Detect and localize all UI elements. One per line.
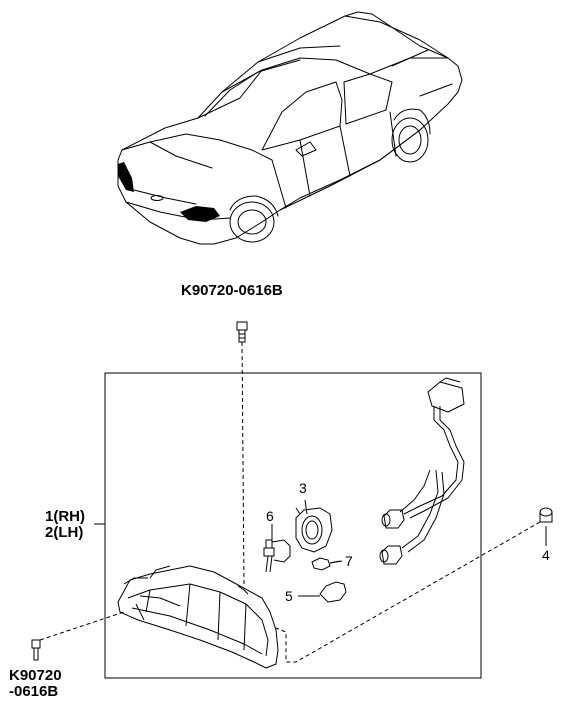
car-illustration xyxy=(117,11,463,245)
bulb-7-leader xyxy=(329,560,343,564)
lamp-rh-label: 1(RH) xyxy=(45,508,85,525)
lamp-housing xyxy=(117,565,279,669)
socket-leader xyxy=(304,499,308,515)
headlight-highlight-right xyxy=(180,206,220,222)
clip-part xyxy=(539,507,553,540)
bulb-5-part xyxy=(304,581,347,603)
top-bolt-dashed-line xyxy=(241,341,245,587)
assembly-frame xyxy=(104,372,482,679)
bulb-7-part xyxy=(311,557,341,571)
wire-harness xyxy=(379,377,465,565)
clip-dashed-line xyxy=(275,521,541,663)
bottom-fastener-code-line1: K90720 xyxy=(9,667,62,684)
clip-number: 4 xyxy=(542,547,550,563)
left-bolt xyxy=(31,639,41,661)
top-bolt xyxy=(236,321,248,343)
socket-number: 3 xyxy=(299,480,307,496)
socket-part xyxy=(295,507,333,553)
bottom-fastener-code-line2: -0616B xyxy=(9,683,59,700)
headlight-highlight-left xyxy=(118,162,134,192)
top-fastener-code: K90720-0616B xyxy=(181,282,283,299)
bulb-6-number: 6 xyxy=(266,508,274,524)
bulb-5-number: 5 xyxy=(285,588,293,604)
lamp-lh-label: 2(LH) xyxy=(45,524,84,541)
bulb-7-number: 7 xyxy=(345,553,353,569)
left-bolt-dashed-line xyxy=(39,611,125,641)
bulb-6-part xyxy=(263,539,291,573)
